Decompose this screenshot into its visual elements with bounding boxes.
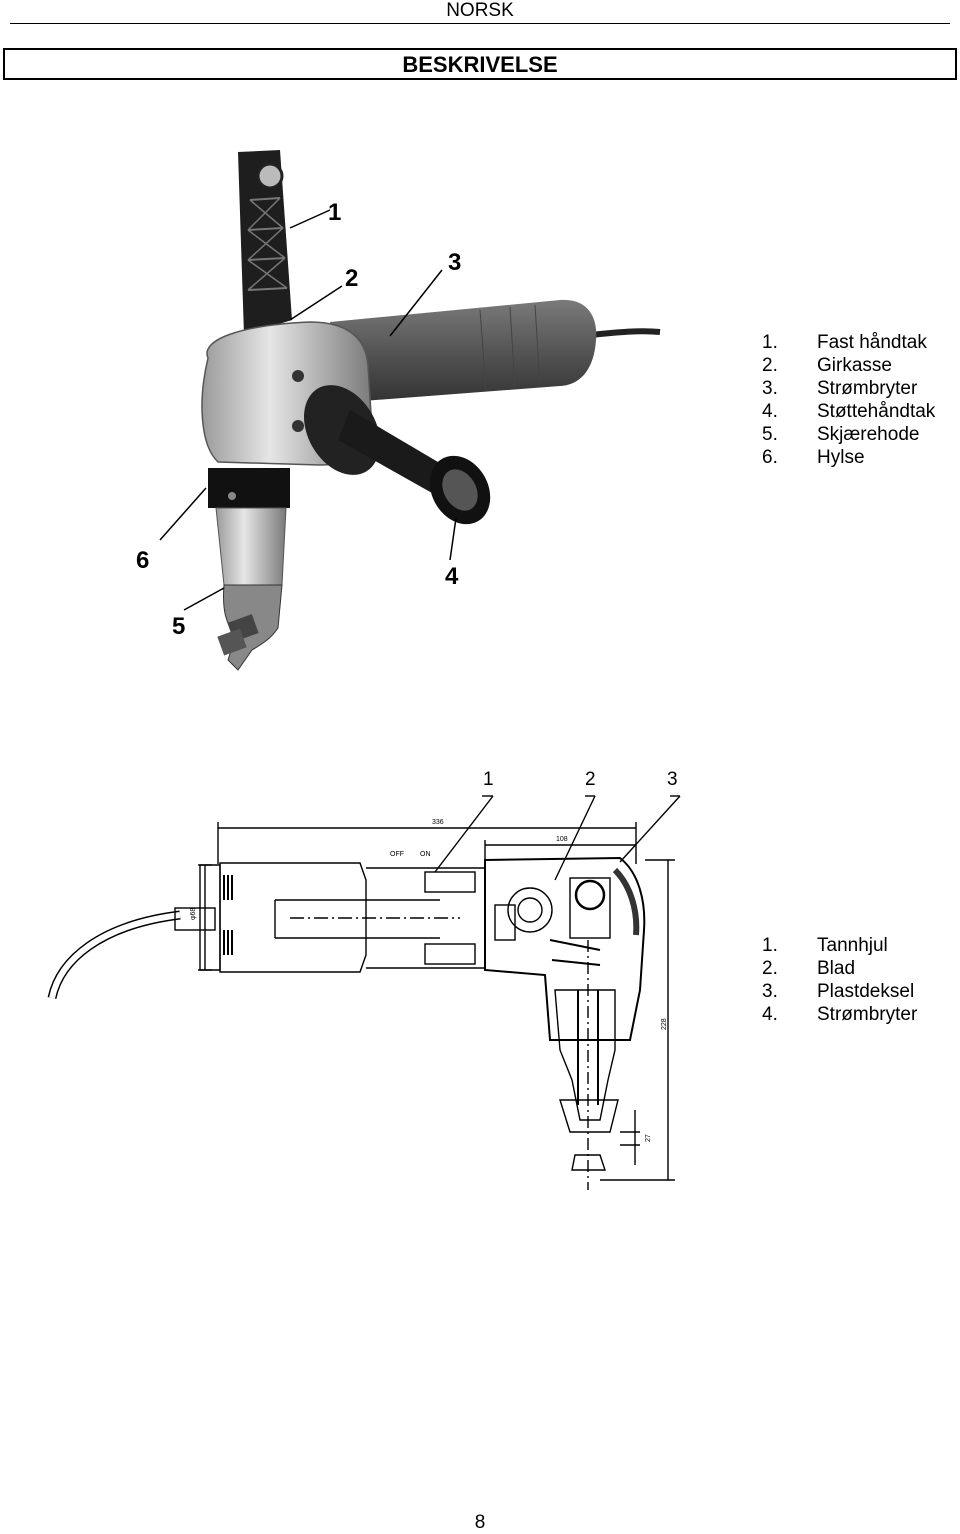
legend-label: Blad bbox=[817, 958, 856, 979]
legend-label: Plastdeksel bbox=[817, 981, 915, 1002]
dim-overall-length: 336 bbox=[432, 819, 444, 826]
legend-item: 6. Hylse bbox=[762, 446, 935, 469]
legend-item: 1. Tannhjul bbox=[762, 934, 917, 957]
drawing-callout-2: 2 bbox=[585, 769, 596, 790]
switch-block bbox=[424, 943, 476, 965]
photo-callout-4: 4 bbox=[445, 563, 459, 590]
photo-leader-lines bbox=[159, 209, 457, 611]
drawing-callout-1: 1 bbox=[483, 769, 494, 790]
power-cord bbox=[47, 910, 181, 1000]
legend-item: 5. Skjærehode bbox=[762, 423, 935, 446]
gear bbox=[507, 887, 553, 933]
legend-label: Fast håndtak bbox=[817, 332, 927, 353]
language-header: NORSK bbox=[446, 0, 514, 21]
legend-number: 3. bbox=[762, 378, 778, 399]
legend-label: Strømbryter bbox=[817, 378, 918, 399]
legend-number: 6. bbox=[762, 447, 778, 468]
header-rule bbox=[10, 23, 950, 24]
legend-item: 2. Blad bbox=[762, 957, 917, 980]
photo-legend: 1.Fast håndtak 2.Girkasse 3.Strømbryter … bbox=[762, 331, 935, 469]
photo-callout-3: 3 bbox=[448, 249, 461, 276]
dim-head-length: 108 bbox=[556, 836, 568, 843]
legend-item: 4. Strømbryter bbox=[762, 1003, 917, 1026]
legend-label: Støttehåndtak bbox=[817, 401, 936, 422]
legend-label: Skjærehode bbox=[817, 424, 920, 445]
sleeve-ring bbox=[208, 468, 290, 508]
legend-item: 2. Girkasse bbox=[762, 354, 935, 377]
dim-small: 27 bbox=[645, 1134, 652, 1142]
page-number: 8 bbox=[474, 1512, 486, 1533]
legend-label: Girkasse bbox=[817, 355, 892, 376]
dim-diameter: φ68 bbox=[190, 908, 197, 920]
legend-number: 2. bbox=[762, 958, 778, 979]
cutting-head bbox=[217, 584, 283, 671]
support-handle bbox=[304, 385, 491, 525]
legend-number: 5. bbox=[762, 424, 778, 445]
nibbler-photo-illustration: 1 2 3 4 6 5 bbox=[136, 150, 661, 671]
cross-section-drawing: 336 108 228 27 φ68 OFF ON 1 2 3 bbox=[47, 769, 681, 1190]
legend-item: 1. Fast håndtak bbox=[762, 331, 935, 354]
legend-item: 3. Strømbryter bbox=[762, 377, 935, 400]
legend-number: 3. bbox=[762, 981, 778, 1002]
blade-column bbox=[554, 989, 616, 1121]
switch-label-off: OFF bbox=[390, 851, 404, 858]
drawing-callout-3: 3 bbox=[667, 769, 678, 790]
legend-item: 4. Støttehåndtak bbox=[762, 400, 935, 423]
sleeve bbox=[215, 507, 287, 586]
photo-callout-5: 5 bbox=[172, 613, 185, 640]
legend-number: 2. bbox=[762, 355, 778, 376]
motor-outline bbox=[219, 862, 367, 973]
photo-callout-6: 6 bbox=[136, 547, 149, 574]
legend-number: 1. bbox=[762, 935, 778, 956]
photo-callout-1: 1 bbox=[328, 199, 341, 226]
drawing-legend: 1. Tannhjul 2. Blad 3. Plastdeksel 4. Strømb… bbox=[762, 934, 917, 1026]
legend-label: Hylse bbox=[817, 447, 865, 468]
legend-number: 4. bbox=[762, 1004, 778, 1025]
photo-callout-2: 2 bbox=[345, 265, 358, 292]
legend-number: 4. bbox=[762, 401, 778, 422]
motor-housing bbox=[330, 299, 597, 402]
legend-label: Strømbryter bbox=[817, 1004, 918, 1025]
drawing-leader-lines bbox=[434, 795, 681, 881]
legend-label: Tannhjul bbox=[817, 935, 888, 956]
switch-label-on: ON bbox=[420, 851, 431, 858]
legend-number: 1. bbox=[762, 332, 778, 353]
section-title: BESKRIVELSE bbox=[3, 48, 957, 80]
gearbox-outline bbox=[484, 856, 646, 1041]
fixed-handle bbox=[238, 150, 292, 335]
dim-height: 228 bbox=[661, 1018, 668, 1030]
legend-item: 3. Plastdeksel bbox=[762, 980, 917, 1003]
switch-block bbox=[424, 871, 476, 893]
